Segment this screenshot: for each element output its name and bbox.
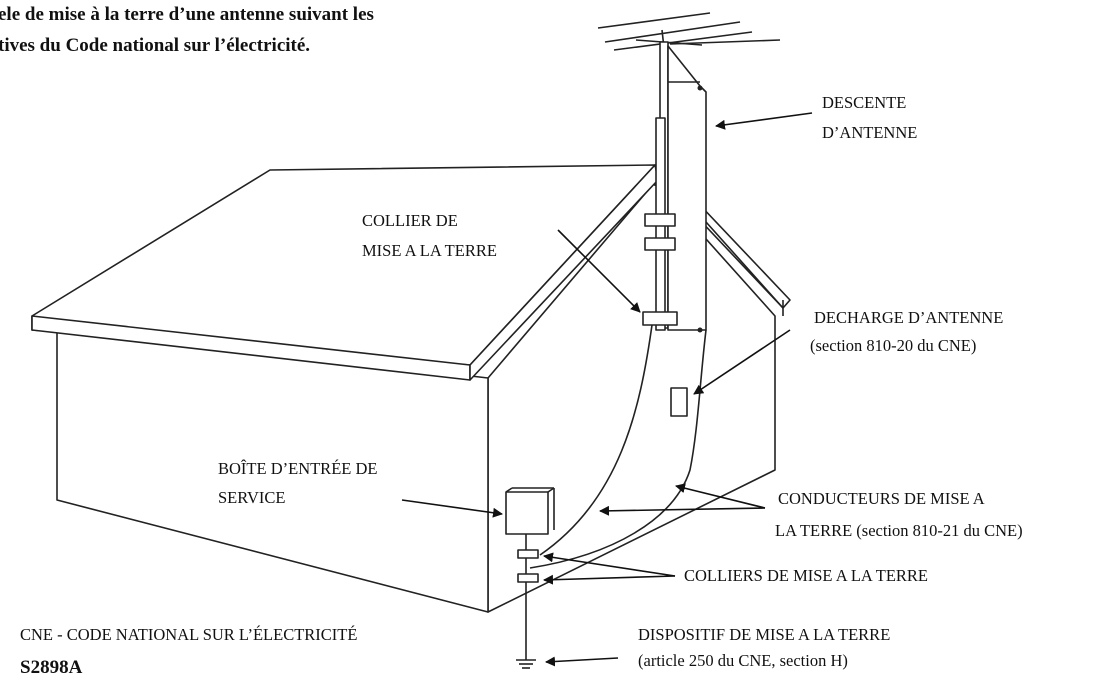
label-decharge-1: DECHARGE D’ANTENNE <box>814 308 1003 327</box>
label-colliers: COLLIERS DE MISE A LA TERRE <box>684 566 928 585</box>
label-decharge-2: (section 810-20 du CNE) <box>810 336 976 355</box>
label-dispositif-2: (article 250 du CNE, section H) <box>638 651 848 670</box>
grounding-conductors <box>529 324 707 569</box>
diagram-title: ele de mise à la terre d’une antenne sui… <box>0 4 374 56</box>
label-collier-1: COLLIER DE <box>362 211 458 230</box>
label-boite-1: BOÎTE D’ENTRÉE DE <box>218 459 377 478</box>
antenna-discharge-unit <box>670 387 688 417</box>
label-descente-1: DESCENTE <box>822 93 906 112</box>
title-line-1: ele de mise à la terre d’une antenne sui… <box>0 4 374 25</box>
label-dispositif-1: DISPOSITIF DE MISE A LA TERRE <box>638 625 890 644</box>
antenna-lead-in <box>667 45 707 331</box>
label-collier-2: MISE A LA TERRE <box>362 241 497 260</box>
callout-arrows <box>401 112 813 667</box>
label-conducteurs-1: CONDUCTEURS DE MISE A <box>778 489 985 508</box>
antenna-mast <box>597 12 781 333</box>
title-line-2: tives du Code national sur l’électricité… <box>0 35 310 56</box>
figure-code: S2898A <box>20 657 83 678</box>
ground-clamp-lower <box>517 573 539 583</box>
ground-clamp-upper <box>517 549 539 559</box>
service-box <box>505 491 549 535</box>
label-conducteurs-2: LA TERRE (section 810-21 du CNE) <box>775 521 1023 540</box>
service-entrance <box>505 487 555 669</box>
ground-symbol-icon <box>516 659 536 669</box>
label-cne-legend: CNE - CODE NATIONAL SUR L’ÉLECTRICITÉ <box>20 625 357 644</box>
label-boite-2: SERVICE <box>218 488 285 507</box>
mast-ground-clamp <box>642 311 678 326</box>
label-descente-2: D’ANTENNE <box>822 123 917 142</box>
